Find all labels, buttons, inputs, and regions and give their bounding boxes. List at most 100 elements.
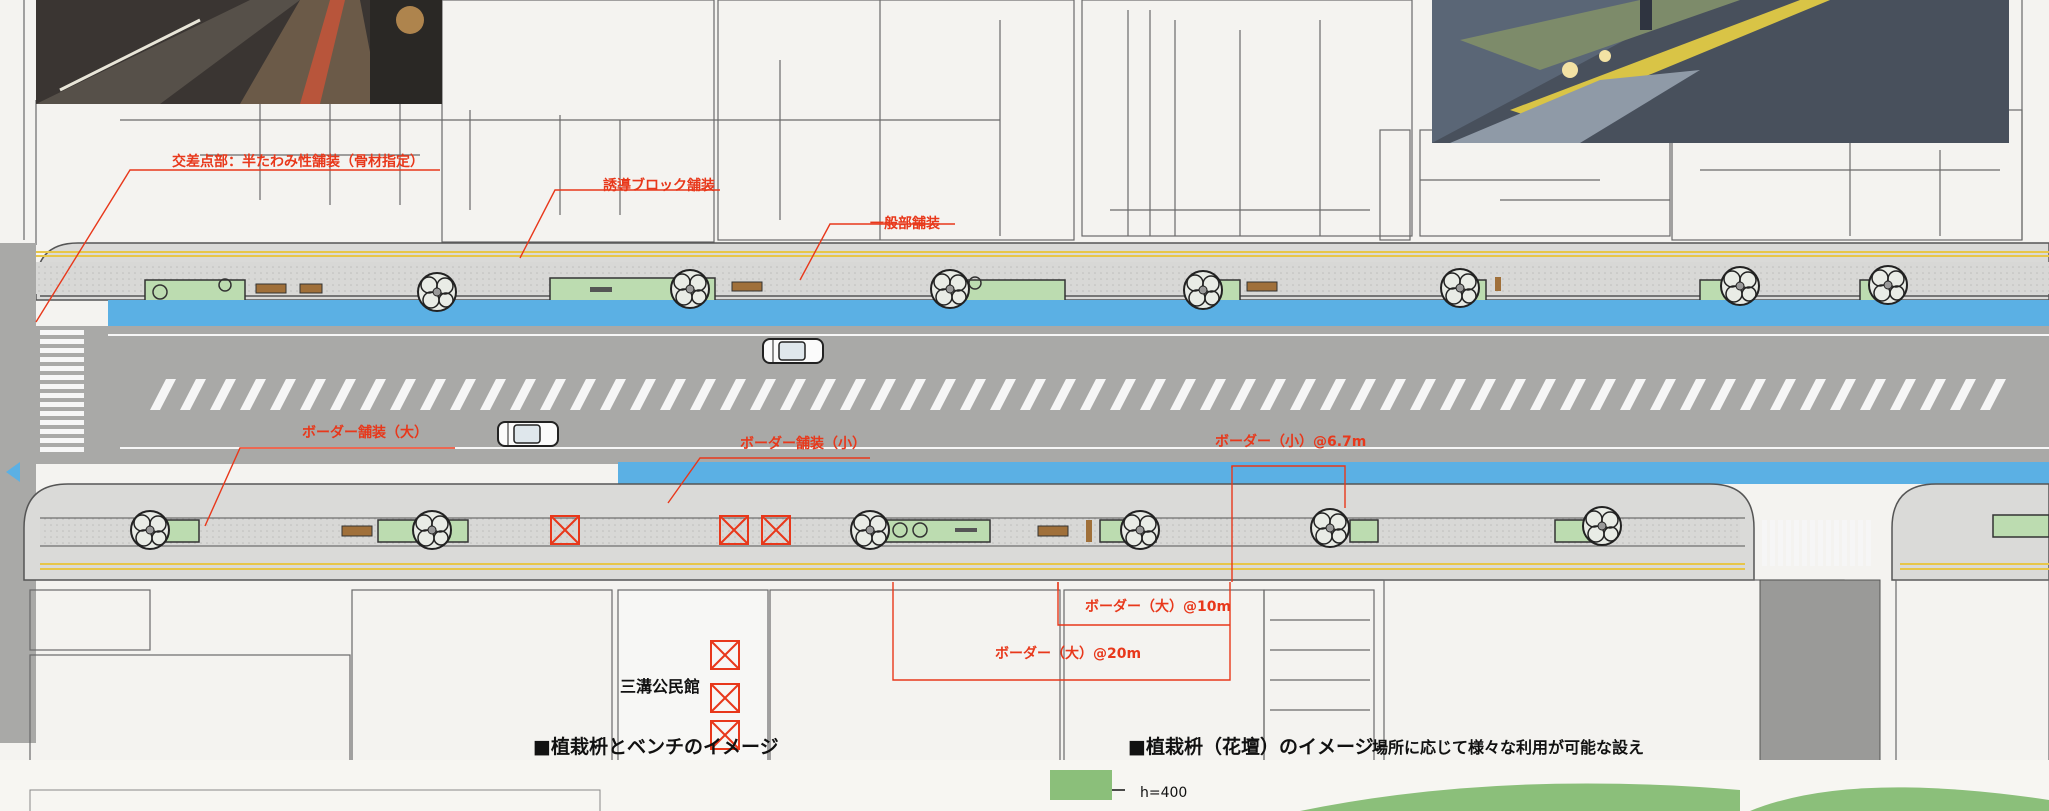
crosswalk-stripe — [1794, 520, 1799, 566]
crosswalk-stripe — [1866, 520, 1871, 566]
crosswalk-stripe — [1762, 520, 1767, 566]
car-icon — [497, 421, 559, 447]
median-stripe — [1500, 379, 1526, 410]
median-stripe — [450, 379, 476, 410]
median-stripe — [600, 379, 626, 410]
median-stripe — [780, 379, 806, 410]
crosswalk-stripe — [1826, 520, 1831, 566]
crosswalk-stripe — [40, 348, 84, 353]
median-stripe — [720, 379, 746, 410]
median-stripe — [1740, 379, 1766, 410]
median-stripes — [150, 379, 2006, 410]
median-stripe — [1860, 379, 1886, 410]
label-border-large-10m: ボーダー（大）@10m — [1085, 598, 1231, 615]
median-stripe — [240, 379, 266, 410]
median-stripe — [930, 379, 956, 410]
crosswalk-stripe — [40, 339, 84, 344]
median-stripe — [960, 379, 986, 410]
median-stripe — [1200, 379, 1226, 410]
crosswalk-stripe — [1818, 520, 1823, 566]
crosswalk-stripe — [40, 366, 84, 371]
median-stripe — [1710, 379, 1736, 410]
median-stripe — [1440, 379, 1466, 410]
crosswalk-stripe — [1786, 520, 1791, 566]
median-stripe — [1260, 379, 1286, 410]
south-planters — [164, 514, 2049, 543]
median-stripe — [1770, 379, 1796, 410]
median-stripe — [1890, 379, 1916, 410]
crosswalk-stripe — [40, 438, 84, 443]
median-stripe — [540, 379, 566, 410]
crosswalk-stripe — [1778, 520, 1783, 566]
median-stripe — [660, 379, 686, 410]
median-stripe — [1290, 379, 1316, 410]
median-stripe — [1830, 379, 1856, 410]
median-stripe — [1380, 379, 1406, 410]
east-crosswalk — [1762, 520, 1871, 566]
median-stripe — [1530, 379, 1556, 410]
crosswalk-stripe — [40, 447, 84, 452]
north-buildings — [23, 0, 2023, 245]
crosswalk-stripe — [40, 411, 84, 416]
crosswalk-stripe — [40, 357, 84, 362]
median-stripe — [690, 379, 716, 410]
photo-planter-bottom — [1050, 770, 1112, 800]
median-stripe — [570, 379, 596, 410]
crosswalk-stripe — [1850, 520, 1855, 566]
median-stripe — [150, 379, 176, 410]
median-stripe — [270, 379, 296, 410]
label-border-small-pitch: ボーダー（小）@6.7m — [1215, 433, 1366, 450]
median-stripe — [1920, 379, 1946, 410]
median-stripe — [1560, 379, 1586, 410]
crosswalk-stripe — [40, 402, 84, 407]
photo-planter-night — [1432, 0, 2009, 143]
crosswalk-stripe — [40, 384, 84, 389]
median-stripe — [1680, 379, 1706, 410]
south-bike-lane — [618, 462, 2049, 484]
crosswalk-stripe — [1834, 520, 1839, 566]
label-border-paving-large: ボーダー舗装（大） — [302, 424, 428, 441]
crosswalk-stripe — [1842, 520, 1847, 566]
south-sidewalk — [23, 483, 2049, 581]
median-stripe — [1620, 379, 1646, 410]
caption-planter-flowerbed: ■植栽枡（花壇）のイメージ — [1128, 735, 1374, 758]
median-stripe — [210, 379, 236, 410]
median-stripe — [1170, 379, 1196, 410]
median-stripe — [630, 379, 656, 410]
label-intersection-paving: 交差点部：半たわみ性舗装（骨材指定） — [172, 153, 424, 170]
crosswalk-stripe — [40, 393, 84, 398]
crosswalk-stripe — [1802, 520, 1807, 566]
median-stripe — [1950, 379, 1976, 410]
photo-street-night — [36, 0, 442, 104]
median-stripe — [1350, 379, 1376, 410]
caption-planter-bench: ■植栽枡とベンチのイメージ — [533, 735, 779, 758]
median-stripe — [1650, 379, 1676, 410]
crosswalk-stripe — [40, 330, 84, 335]
median-stripe — [390, 379, 416, 410]
median-stripe — [180, 379, 206, 410]
label-border-paving-small: ボーダー舗装（小） — [740, 435, 866, 452]
median-stripe — [330, 379, 356, 410]
crosswalk-stripe — [40, 375, 84, 380]
median-stripe — [750, 379, 776, 410]
median-stripe — [480, 379, 506, 410]
median-stripe — [300, 379, 326, 410]
median-stripe — [1050, 379, 1076, 410]
height-note: h=400 — [1140, 785, 1187, 801]
median-stripe — [1140, 379, 1166, 410]
crosswalk-stripe — [40, 429, 84, 434]
median-stripe — [840, 379, 866, 410]
median-stripe — [1020, 379, 1046, 410]
car-icon — [762, 338, 824, 364]
median-stripe — [1320, 379, 1346, 410]
caption-flexible-use: 場所に応じて様々な利用が可能な設え — [1372, 738, 1644, 757]
west-crosswalk — [40, 330, 84, 452]
median-stripe — [360, 379, 386, 410]
median-stripe — [1590, 379, 1616, 410]
median-stripe — [1800, 379, 1826, 410]
crosswalk-stripe — [1858, 520, 1863, 566]
median-stripe — [510, 379, 536, 410]
median-stripe — [1980, 379, 2006, 410]
label-guide-block-paving: 誘導ブロック舗装 — [603, 177, 716, 194]
